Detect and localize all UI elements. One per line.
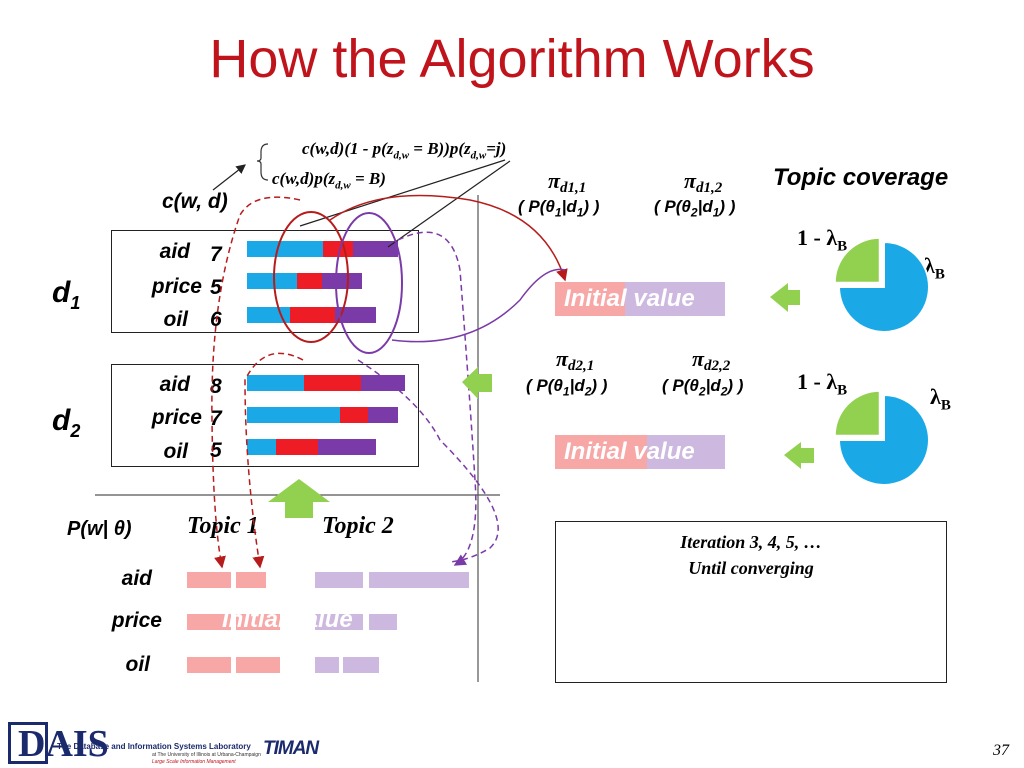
doc1-word-price: price [151,275,202,298]
doc1-word-oil: oil [163,308,189,331]
doc2-oil-bar-blue [247,439,276,455]
topic1-aid-bar [236,572,266,588]
doc2-aid-bar-purple [361,375,405,391]
vocab-aid: aid [121,567,152,590]
d2-lambda: λB [930,384,951,414]
green-arrow-up [268,479,330,518]
doc2-word-aid: aid [159,373,190,396]
pi-d21: πd2,1 [556,346,595,374]
dais-logo-frame [8,722,48,764]
doc1-aid-bar-purple [353,241,398,257]
topic2-oil-bar [343,657,379,673]
topic1-oil-bar [236,657,280,673]
pi-d22-desc: ( P(θ2|d2) ) [662,376,744,399]
topic2-price-bar [315,614,363,630]
topic1-label: Topic 1 [187,513,259,539]
pi-d21-desc: ( P(θ1|d2) ) [526,376,608,399]
formula-bottom: c(w,d)p(zd,w = B) [272,169,386,192]
doc2-count-aid: 8 [210,375,222,398]
pi-d11-desc: ( P(θ1|d1) ) [518,197,600,220]
topic1-price-bar [236,614,280,630]
formula-brace [256,143,269,181]
doc1-label: d1 [52,276,81,313]
cwd-arrow [212,164,246,191]
page-title: How the Algorithm Works [209,29,815,89]
doc2-aid-bar-blue [247,375,304,391]
doc2-aid-bar-red [304,375,361,391]
topic2-price-bar [369,614,397,630]
pi-d22: πd2,2 [692,346,731,374]
topic-coverage-label: Topic coverage [773,164,949,191]
doc1-count-oil: 6 [210,308,222,331]
pw-theta-label: P(w| θ) [67,518,132,540]
doc1-aid-bar-blue [247,241,323,257]
doc2-label: d2 [52,404,81,441]
topic2-oil-bar [315,657,339,673]
green-arrow-left-d1 [770,283,800,312]
formula-top: c(w,d)(1 - p(zd,w = B))p(zd,w=j) [302,139,507,162]
doc1-oil-bar-purple [335,307,376,323]
doc2-word-oil: oil [163,440,189,463]
topic1-oil-bar [187,657,231,673]
pi-d1-initial-value: Initial value [555,282,725,316]
timan-logo: TIMAN [263,738,319,759]
dais-logo: DAIS [18,723,109,765]
doc1-price-bar-purple [322,273,362,289]
pw-initial-value: Initial value [222,606,353,633]
pi-d2-initial-value: Initial value [555,435,725,469]
iteration-line1: Iteration 3, 4, 5, … [680,532,822,552]
doc1-count-aid: 7 [210,243,222,266]
d2-one-minus-lambda: 1 - λB [797,369,848,399]
doc2-oil-bar-purple [318,439,376,455]
doc2-price-bar-red [340,407,368,423]
topic1-aid-bar [187,572,231,588]
doc2-word-price: price [151,406,202,429]
cwd-label: c(w, d) [162,190,228,213]
d1-lambda: λB [924,253,945,283]
lab-line1: The Database and Information Systems Lab… [57,742,251,751]
lab-line3: Large Scale Information Management [152,759,236,765]
topic2-aid-bar [369,572,469,588]
pie-d1-slice-lambda [837,240,930,333]
doc1-word-aid: aid [159,240,190,263]
vocab-price: price [111,609,162,632]
topic1-price-bar [187,614,231,630]
green-arrow-left-middle [462,367,492,399]
doc1-aid-bar-red [323,241,353,257]
pi-d12: πd1,2 [684,168,723,196]
page-number: 37 [993,742,1009,759]
vocab-oil: oil [125,653,151,676]
doc2-oil-bar-red [276,439,318,455]
topic2-label: Topic 2 [322,513,394,539]
topic2-aid-bar [315,572,363,588]
doc1-count-price: 5 [210,276,222,299]
pi-d12-desc: ( P(θ2|d1) ) [654,197,736,220]
doc1-price-bar-red [297,273,322,289]
iteration-box: Iteration 3, 4, 5, … Until converging [555,521,947,683]
pie-d2-slice-lambda [837,393,930,486]
doc2-count-price: 7 [210,407,222,430]
green-arrow-left-d2 [784,442,814,469]
doc2-price-bar-blue [247,407,340,423]
doc2-price-bar-purple [368,407,398,423]
doc1-price-bar-blue [247,273,297,289]
doc2-count-oil: 5 [210,439,222,462]
lab-line2: at The University of Illinois at Urbana-… [152,752,261,758]
iteration-line2: Until converging [688,558,814,578]
pi-d11: πd1,1 [548,168,587,196]
doc1-oil-bar-blue [247,307,290,323]
doc1-oil-bar-red [290,307,335,323]
d1-one-minus-lambda: 1 - λB [797,225,848,255]
